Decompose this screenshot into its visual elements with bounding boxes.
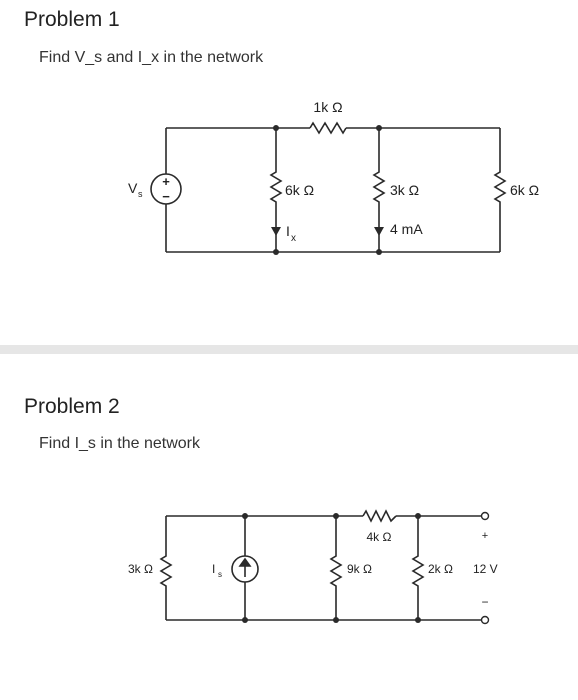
label-2k: 2k Ω: [428, 562, 453, 576]
label-4ma: 4 mA: [390, 221, 423, 237]
node2-e: [333, 617, 339, 623]
label-6k-left: 6k Ω: [285, 182, 314, 198]
node2-a: [242, 513, 248, 519]
label-vs-sub: s: [138, 189, 143, 199]
current-source-arrow-icon: [238, 557, 252, 577]
problem-1-title: Problem 1: [24, 8, 120, 31]
node2-c: [415, 513, 421, 519]
circuit-diagram-1: + − 1k Ω 6k Ω 3k Ω 6k Ω 4 mA I x V s: [128, 99, 539, 255]
problem-1-text: Find V_s and I_x in the network: [39, 49, 264, 66]
source-plus: +: [162, 174, 170, 189]
label-is: I: [212, 562, 215, 576]
label-6k-right: 6k Ω: [510, 182, 539, 198]
resistor-6k-right: [493, 128, 507, 252]
label-minus: −: [481, 595, 488, 609]
resistor-3k-left: [159, 516, 173, 620]
terminal-bottom-icon: [480, 615, 490, 625]
label-3k-left: 3k Ω: [128, 562, 153, 576]
label-1k: 1k Ω: [313, 99, 342, 115]
label-ix: I: [286, 223, 290, 239]
resistor-9k: [329, 516, 343, 620]
voltage-source-icon: [150, 173, 182, 205]
problem-2-title: Problem 2: [24, 395, 120, 418]
resistor-3k: [372, 128, 386, 252]
label-vs: V: [128, 180, 138, 196]
label-plus: +: [482, 530, 488, 542]
resistor-2k: [411, 516, 425, 620]
arrow-4ma-icon: [374, 227, 384, 236]
label-4k: 4k Ω: [367, 530, 392, 544]
resistor-4k: [362, 509, 397, 523]
node2-b: [333, 513, 339, 519]
problem-2-text: Find I_s in the network: [39, 435, 200, 452]
resistor-1k: [309, 121, 347, 135]
label-is-sub: s: [218, 570, 222, 579]
resistor-6k-left: [269, 128, 283, 252]
label-12v: 12 V: [473, 562, 498, 576]
section-divider: [0, 345, 578, 354]
node2-f: [415, 617, 421, 623]
label-9k: 9k Ω: [347, 562, 372, 576]
label-3k: 3k Ω: [390, 182, 419, 198]
terminal-top-icon: [480, 511, 490, 521]
label-ix-sub: x: [291, 233, 296, 244]
node2-d: [242, 617, 248, 623]
arrow-ix-icon: [271, 227, 281, 236]
source-minus: −: [162, 189, 170, 204]
